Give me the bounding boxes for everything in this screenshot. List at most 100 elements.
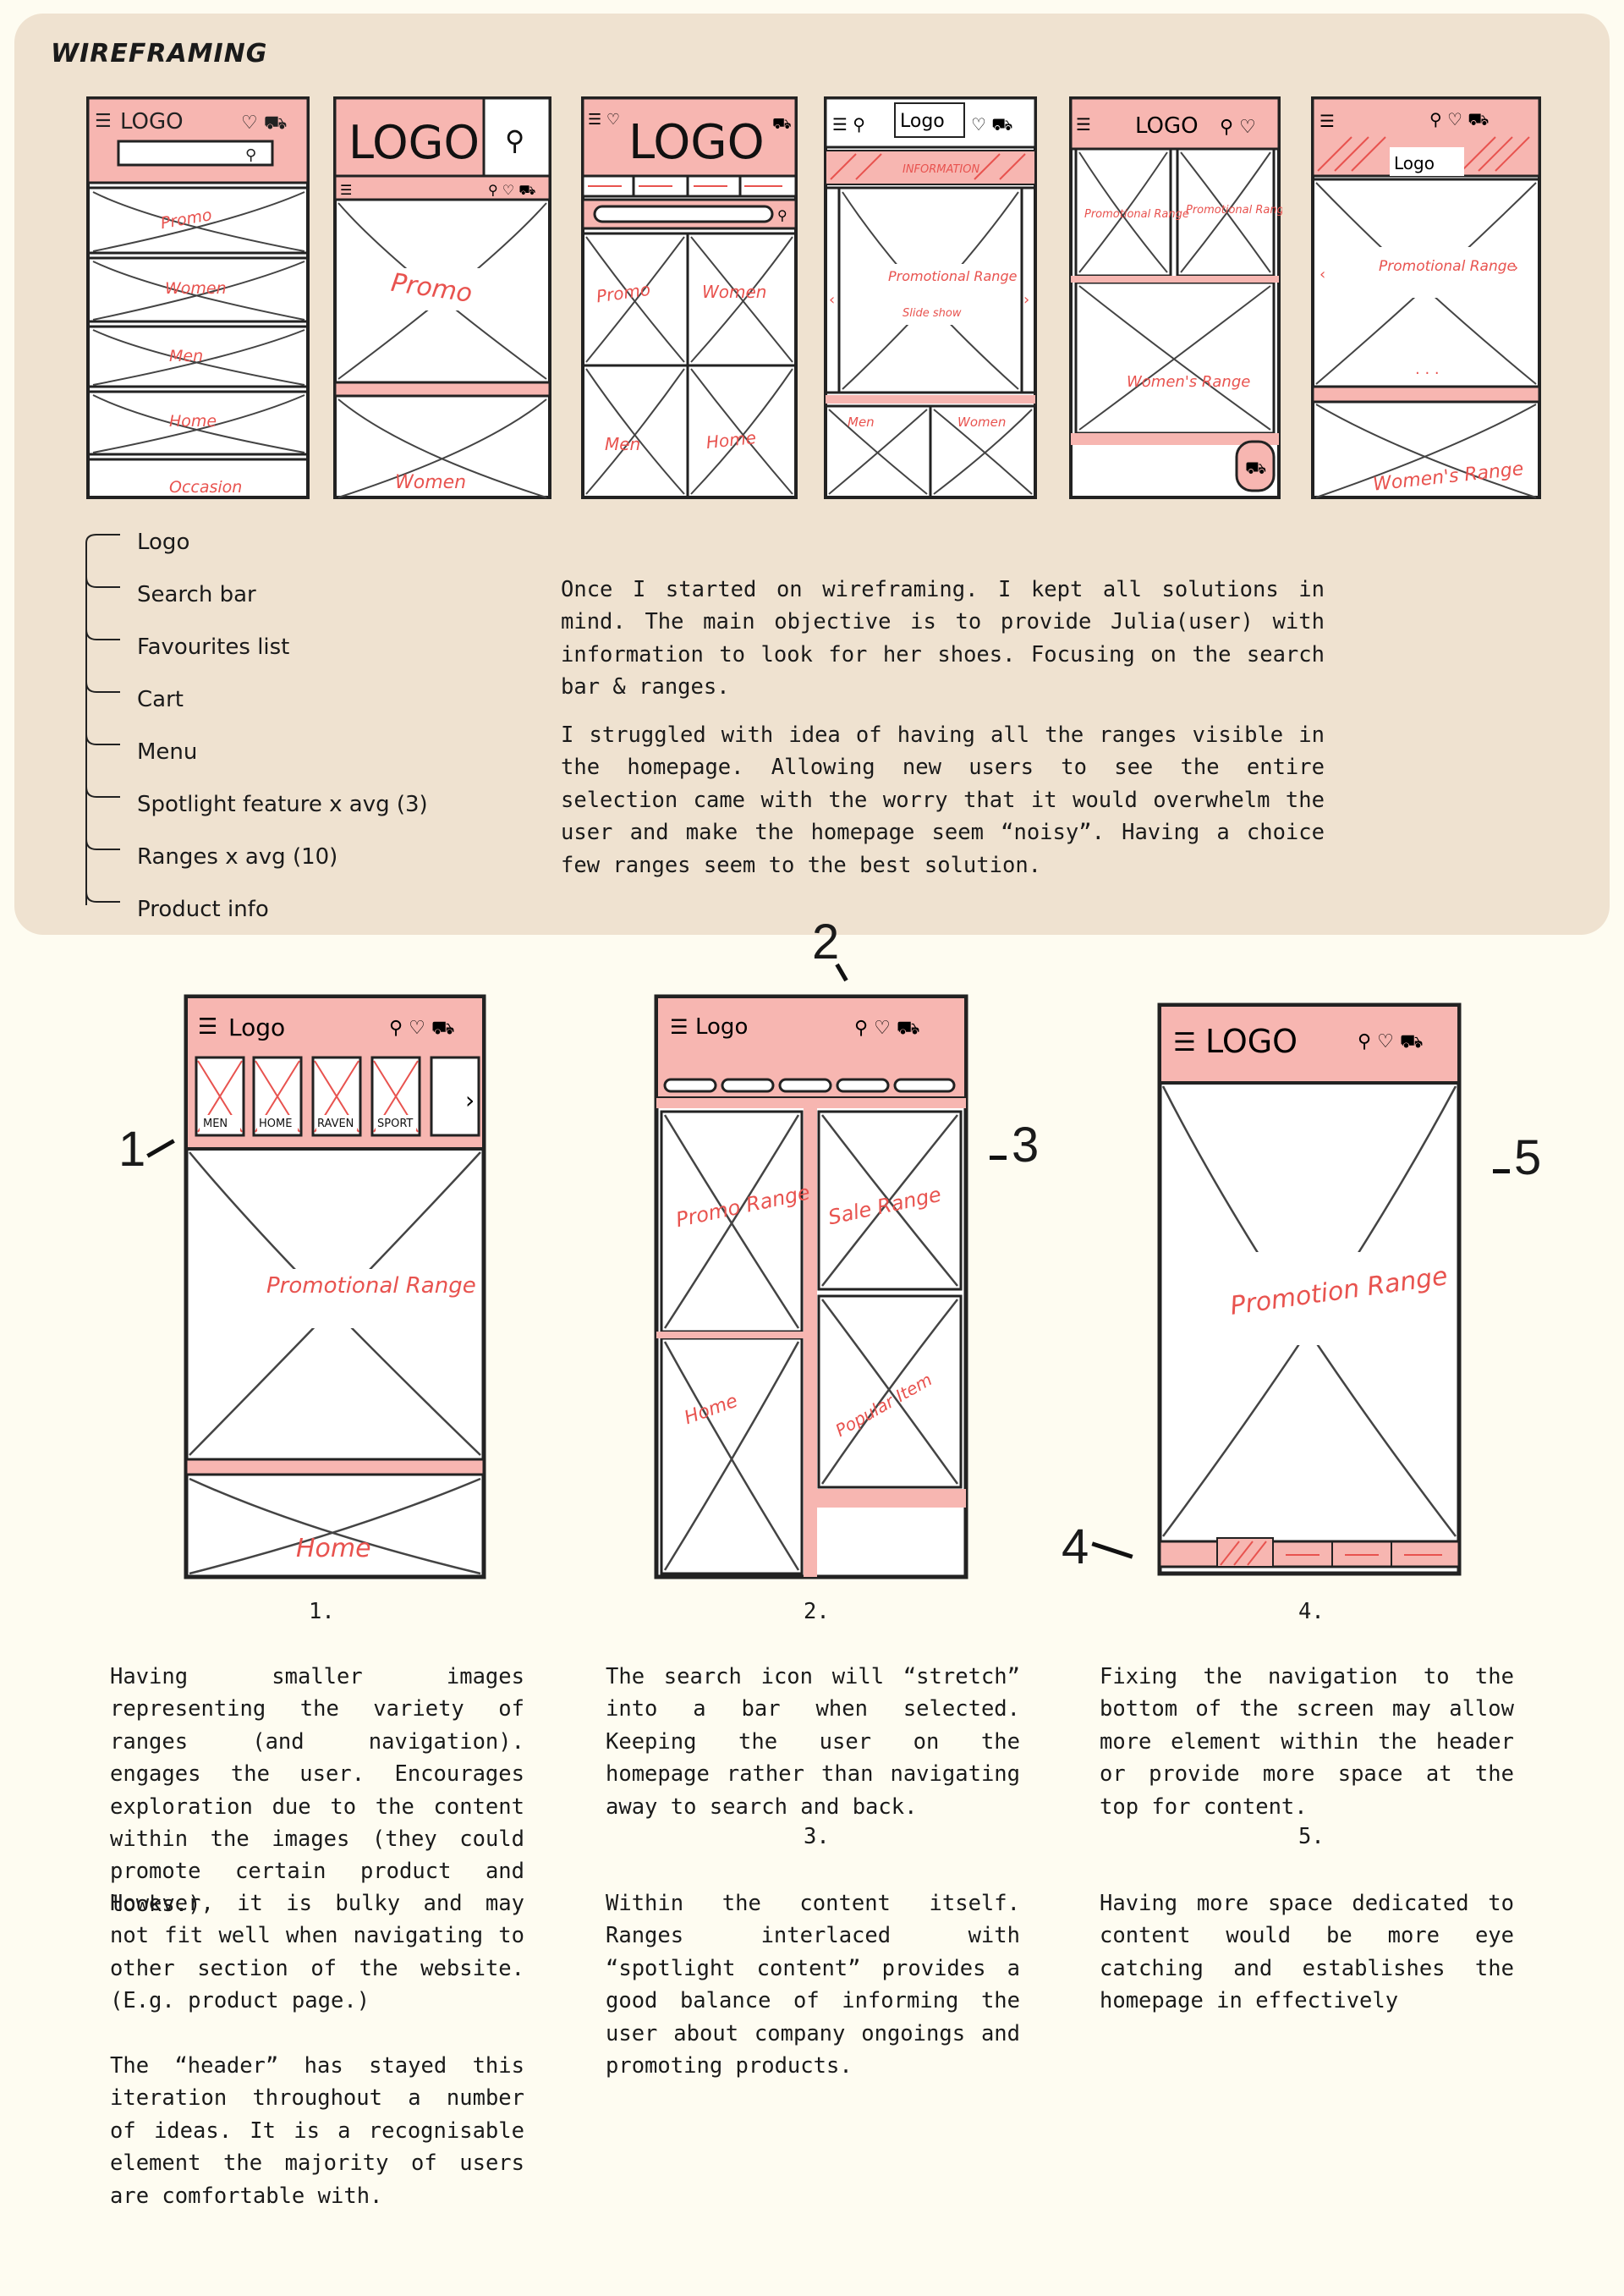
wireframe-sketch-6: ☰ Logo ⚲ ♡ ⛟ Promotional Range Women's R… (1309, 95, 1543, 501)
note-1-text: Having smaller images representing the v… (110, 1661, 524, 1920)
svg-text:☰ ⚲: ☰ ⚲ (832, 114, 865, 135)
svg-text:Men: Men (605, 434, 640, 454)
feature-list-item: Logo (137, 530, 189, 555)
note-5-label: 5. (1298, 1824, 1325, 1849)
svg-text:Women's Range: Women's Range (1127, 373, 1250, 391)
svg-text:⚲: ⚲ (245, 146, 256, 164)
svg-text:INFORMATION: INFORMATION (903, 163, 979, 176)
annotation-5: 5 (1514, 1134, 1541, 1183)
svg-text:⚲ ♡: ⚲ ♡ (1220, 117, 1256, 138)
feature-list-item: Favourites list (137, 634, 289, 660)
svg-text:♡ ⛟: ♡ ⛟ (971, 114, 1012, 135)
svg-text:Men: Men (848, 415, 875, 430)
svg-text:☰: ☰ (340, 182, 352, 198)
svg-text:Men: Men (169, 347, 203, 365)
svg-text:‹: ‹ (1320, 266, 1325, 283)
feature-list-item: Spotlight feature x avg (3) (137, 792, 428, 817)
svg-text:LOGO: LOGO (628, 115, 765, 170)
note-1-text-c: The “header” has stayed this iteration t… (110, 2050, 524, 2212)
svg-text:Women: Women (957, 415, 1006, 430)
svg-text:Women: Women (702, 282, 766, 302)
svg-text:LOGO: LOGO (348, 116, 480, 169)
note-3-label: 3. (804, 1824, 830, 1849)
svg-text:Promotional Range: Promotional Range (266, 1273, 476, 1299)
svg-text:♡ ⛟: ♡ ⛟ (241, 113, 287, 134)
svg-text:LOGO: LOGO (1205, 1023, 1298, 1060)
feature-list-item: Menu (137, 739, 197, 765)
svg-text:RAVEN: RAVEN (317, 1118, 354, 1130)
wireframe-sketch-4: ☰ ⚲ Logo ♡ ⛟ INFORMATION Promotional Ran… (822, 95, 1039, 501)
annotation-3-pointer (990, 1156, 1007, 1160)
annotation-1: 1 (118, 1125, 145, 1174)
svg-text:⚲ ♡ ⛟: ⚲ ♡ ⛟ (1358, 1031, 1424, 1052)
svg-text:Women: Women (395, 472, 466, 493)
svg-text:☰: ☰ (1076, 114, 1091, 135)
svg-text:Promotional Range: Promotional Range (1379, 258, 1516, 275)
svg-text:Promotional Range: Promotional Range (888, 268, 1018, 284)
svg-text:MEN: MEN (203, 1118, 228, 1130)
feature-list-item: Ranges x avg (10) (137, 844, 337, 870)
svg-text:⛟: ⛟ (1245, 458, 1266, 478)
note-3-text: Within the content itself. Ranges interl… (606, 1887, 1020, 2082)
wireframe-iteration-3: ☰ LOGO ⚲ ♡ ⛟ Promotion Range (1146, 990, 1468, 1582)
svg-text:⚲: ⚲ (777, 207, 787, 223)
annotation-4: 4 (1062, 1523, 1089, 1572)
svg-text:☰: ☰ (198, 1014, 217, 1040)
svg-text:☰: ☰ (1320, 111, 1335, 131)
annotation-2-pointer (835, 964, 848, 982)
svg-text:Slide show: Slide show (903, 307, 962, 320)
svg-text:HOME: HOME (259, 1118, 292, 1130)
svg-text:‹: ‹ (829, 291, 835, 309)
svg-text:⚲: ⚲ (505, 124, 524, 157)
svg-text:Home: Home (169, 412, 217, 431)
annotation-2: 2 (812, 918, 839, 967)
svg-text:Promotional Range: Promotional Range (1084, 208, 1189, 221)
annotation-4-pointer (1091, 1541, 1133, 1558)
annotation-3: 3 (1012, 1121, 1039, 1170)
svg-text:⚲ ♡ ⛟: ⚲ ♡ ⛟ (389, 1018, 455, 1039)
svg-text:. . .: . . . (1415, 360, 1440, 378)
annotation-5-pointer (1493, 1169, 1510, 1173)
svg-text:☰ ♡: ☰ ♡ (588, 111, 620, 129)
note-4-text: Fixing the navigation to the bottom of t… (1100, 1661, 1514, 1823)
svg-text:SPORT: SPORT (377, 1118, 413, 1130)
sketch-logo: LOGO (120, 109, 184, 135)
svg-text:Logo: Logo (1394, 153, 1435, 173)
note-2-text: The search icon will “stretch” into a ba… (606, 1661, 1020, 1823)
feature-list-item: Search bar (137, 582, 256, 607)
note-1-text-b: However, it is bulky and may not fit wel… (110, 1887, 524, 2018)
wireframe-sketch-3: ☰ ♡ LOGO ⛟ ⚲ Promo Women Men Home (579, 95, 799, 501)
note-1-label: 1. (309, 1599, 335, 1624)
svg-text:⚲ ♡ ⛟: ⚲ ♡ ⛟ (854, 1018, 920, 1039)
svg-text:⚲ ♡ ⛟: ⚲ ♡ ⛟ (488, 182, 535, 198)
svg-text:Logo: Logo (900, 111, 945, 132)
annotation-1-pointer (146, 1139, 175, 1157)
feature-list-item: Cart (137, 687, 184, 712)
wireframe-iteration-1: ☰ Logo ⚲ ♡ ⛟ › MEN HOME RAVEN SPORT Prom… (178, 990, 491, 1582)
svg-text:☰: ☰ (1173, 1028, 1196, 1057)
wireframe-sketch-1: ☰ LOGO ♡ ⛟ ⚲ Promo Women Men Home Occasi… (85, 95, 311, 501)
svg-text:›: › (465, 1086, 475, 1114)
feature-list: Logo Search bar Favourites list Cart Men… (85, 526, 457, 924)
svg-text:Home: Home (296, 1534, 371, 1563)
feature-list-item: Product info (137, 897, 269, 922)
wireframe-sketch-2: LOGO ⚲ ☰ ⚲ ♡ ⛟ Promo Women (332, 95, 553, 501)
wireframe-sketch-5: ☰ LOGO ⚲ ♡ Promotional Range Promotional… (1067, 95, 1282, 501)
svg-text:Logo: Logo (228, 1013, 285, 1041)
note-2-label: 2. (804, 1599, 830, 1624)
wireframe-iteration-2: ☰ Logo ⚲ ♡ ⛟ Promo Range Sale Range Home… (651, 990, 973, 1582)
svg-text:⛟: ⛟ (772, 115, 792, 133)
svg-text:LOGO: LOGO (1135, 113, 1199, 139)
svg-text:Promotional Range: Promotional Range (1186, 204, 1282, 217)
svg-text:⚲ ♡ ⛟: ⚲ ♡ ⛟ (1429, 109, 1489, 129)
svg-text:Logo: Logo (695, 1014, 748, 1040)
svg-text:Occasion: Occasion (169, 478, 242, 497)
intro-paragraph-2: I struggled with idea of having all the … (561, 719, 1325, 882)
note-5-text: Having more space dedicated to content w… (1100, 1887, 1514, 2018)
svg-text:☰: ☰ (670, 1015, 689, 1039)
section-title: WIREFRAMING (51, 39, 267, 69)
svg-text:›: › (1512, 259, 1518, 277)
svg-text:Women: Women (165, 279, 227, 298)
intro-paragraph-1: Once I started on wireframing. I kept al… (561, 574, 1325, 704)
svg-text:☰: ☰ (95, 111, 112, 132)
